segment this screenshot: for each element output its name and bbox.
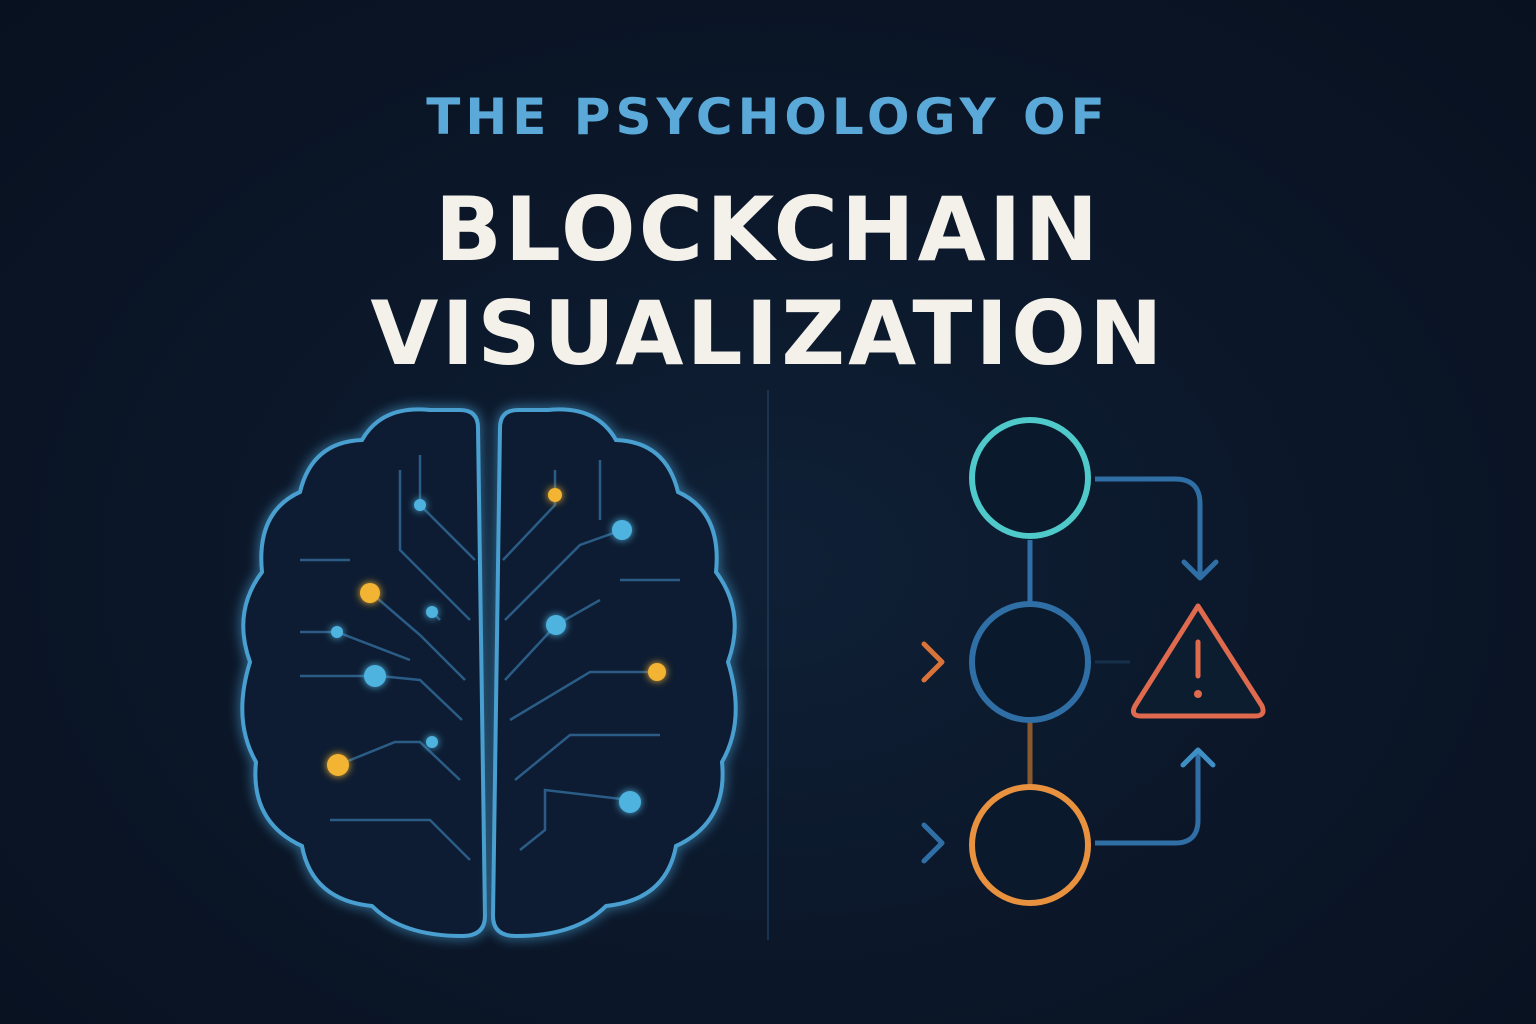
dot <box>327 754 349 776</box>
dot <box>548 488 562 502</box>
block-node-bottom <box>969 784 1091 906</box>
arrow-right-icon <box>790 641 945 683</box>
arrow-down-icon <box>1095 476 1219 581</box>
dot <box>648 663 666 681</box>
arrow-right-icon <box>810 822 945 864</box>
dot <box>414 499 426 511</box>
neuron-dots <box>327 488 666 813</box>
dot <box>619 791 641 813</box>
dot <box>546 615 566 635</box>
blockchain-diagram <box>790 417 1266 906</box>
dot <box>360 583 380 603</box>
brain-icon <box>240 407 738 938</box>
dot <box>364 665 386 687</box>
title-line-3: VISUALIZATION <box>370 282 1166 385</box>
title-line-1: THE PSYCHOLOGY OF <box>426 88 1110 146</box>
brain-left-hemisphere <box>240 407 487 938</box>
arrow-up-icon <box>1095 747 1216 846</box>
warning-triangle-icon <box>1131 603 1266 719</box>
block-node-middle <box>969 601 1091 723</box>
block-node-top <box>969 417 1091 539</box>
title-line-2: BLOCKCHAIN <box>434 178 1102 281</box>
dot <box>426 736 438 748</box>
dot <box>331 626 343 638</box>
dot <box>426 606 438 618</box>
dot <box>612 520 632 540</box>
